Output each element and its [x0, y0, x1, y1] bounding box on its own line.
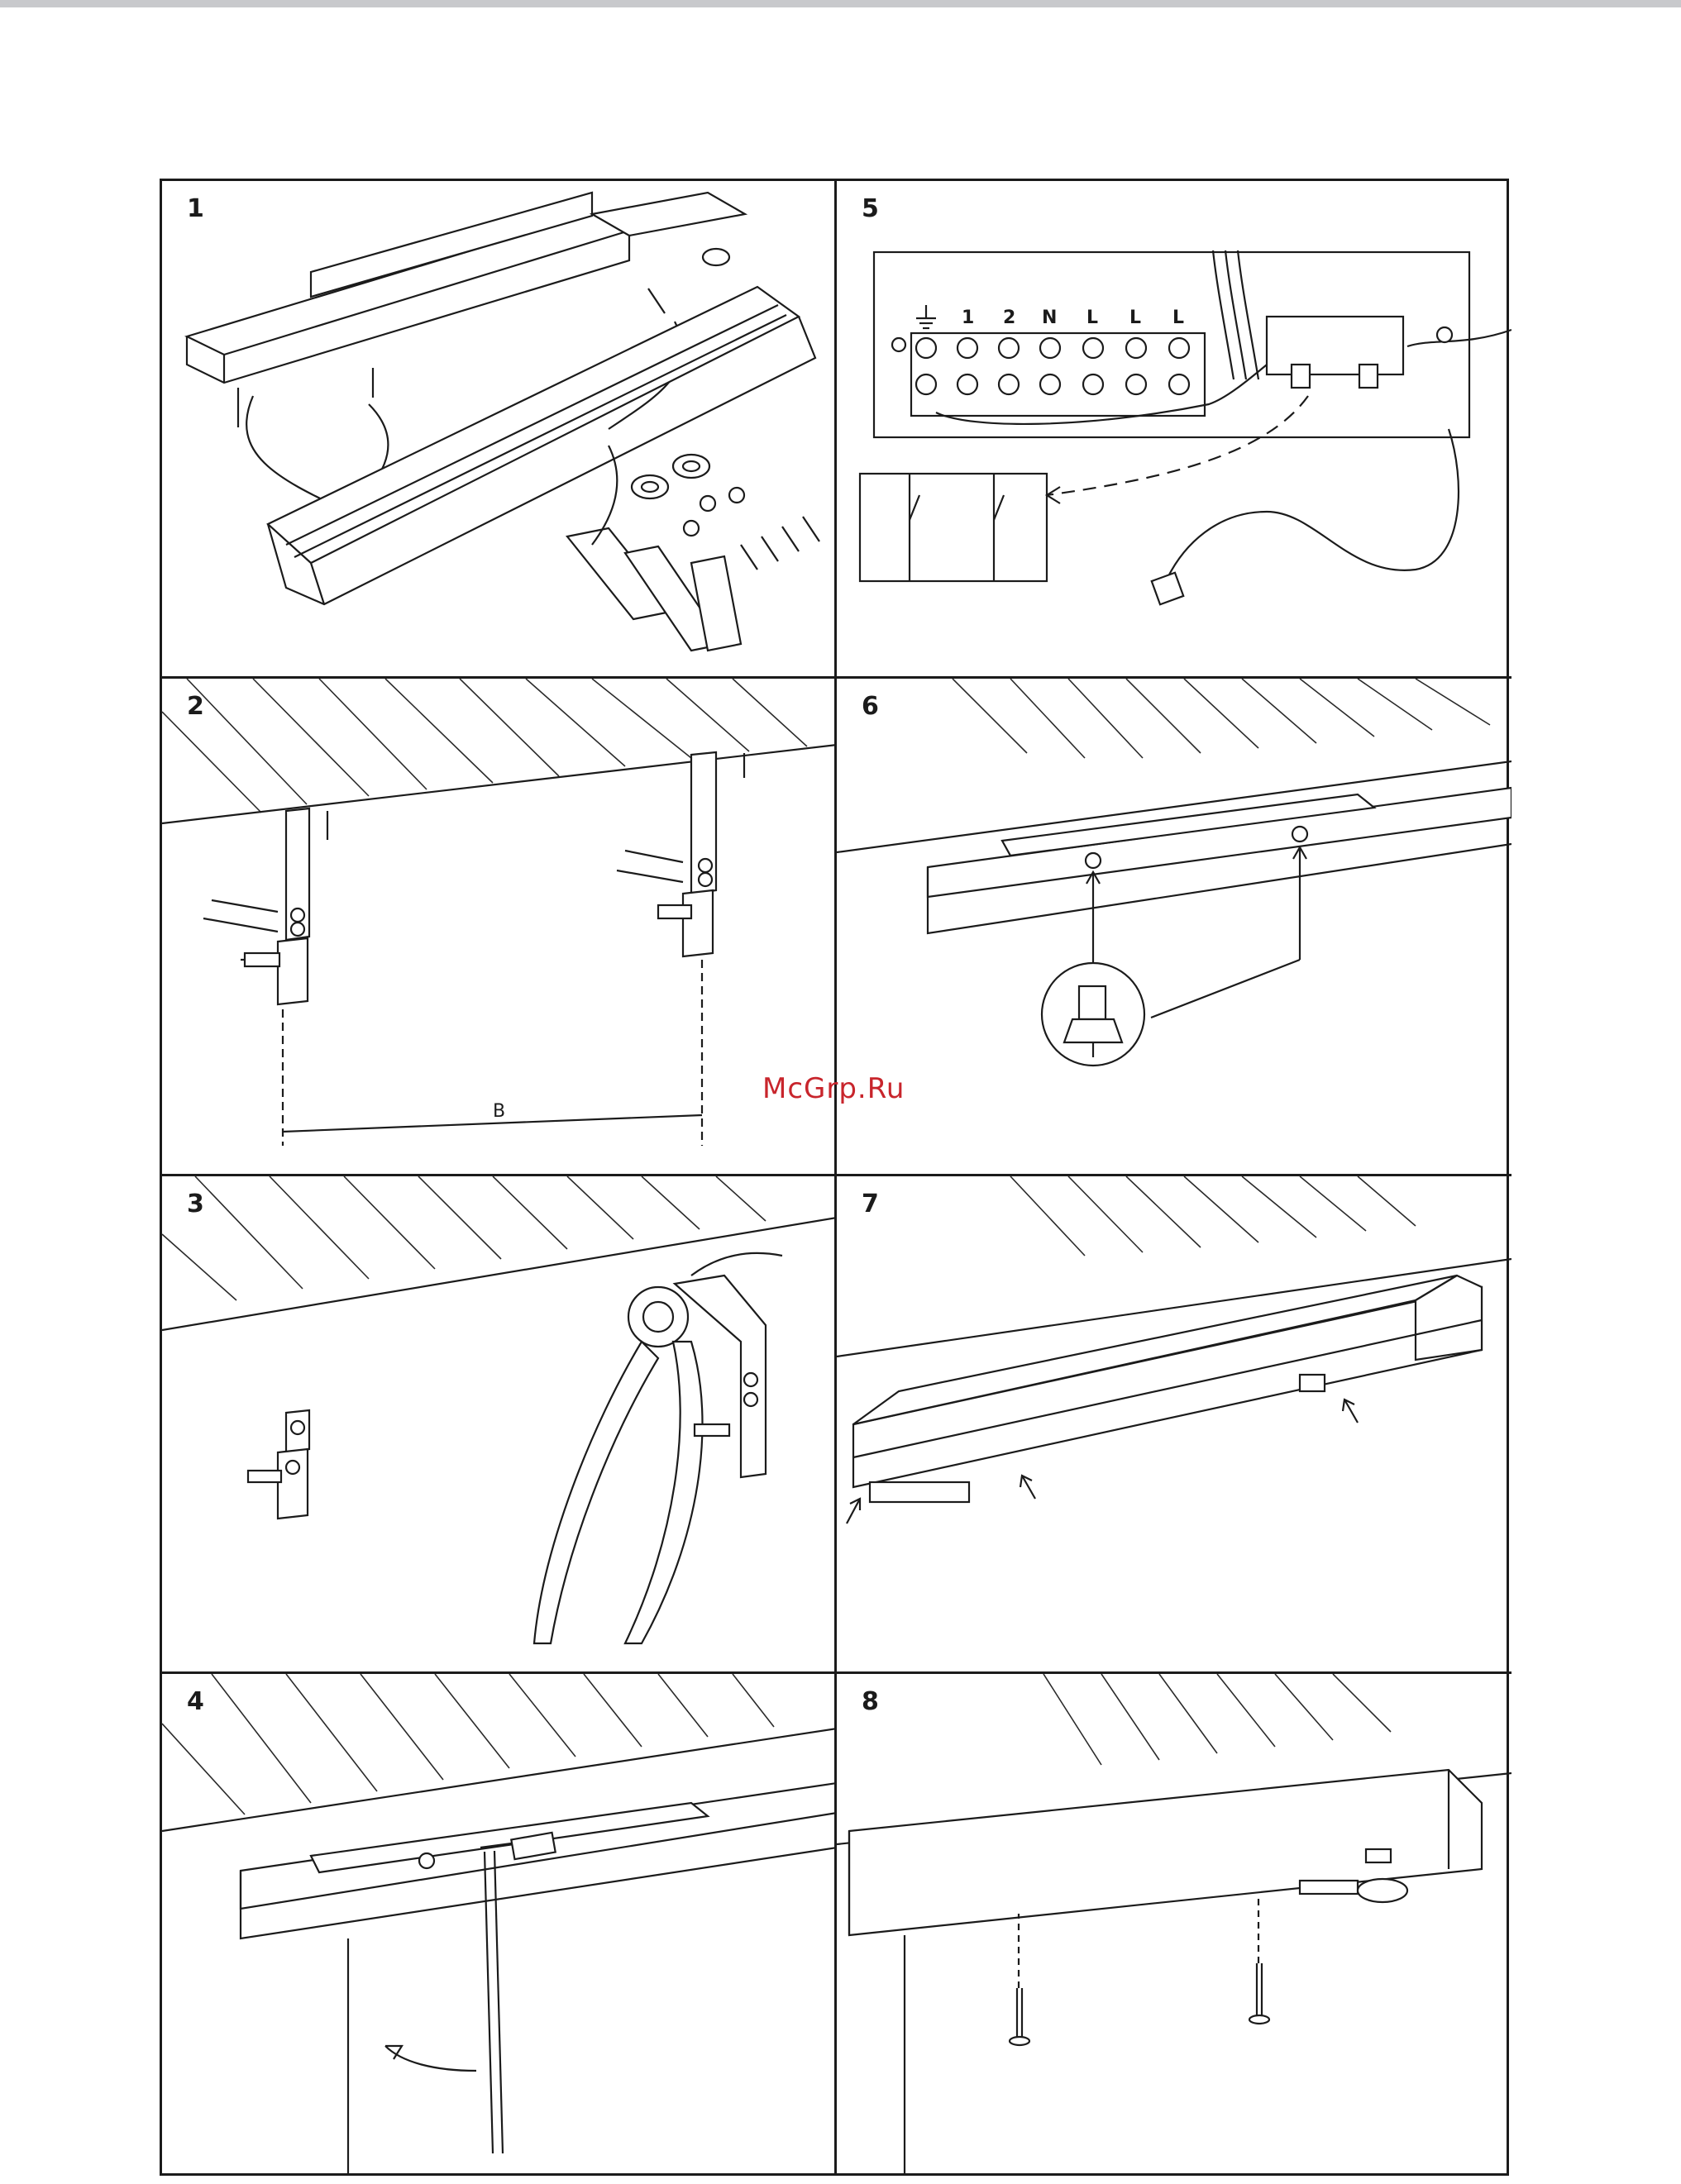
panel-step-3: 3 [162, 1176, 837, 1674]
hanging-unit-on-rail-illustration [837, 1176, 1511, 1674]
panel-step-7: 7 [837, 1176, 1511, 1674]
terminal-label-l1: L [1086, 308, 1098, 328]
fastening-rail-with-hex-key-illustration [162, 1674, 837, 2173]
panel-step-4: 4 [162, 1674, 837, 2173]
panel-step-8: 8 [837, 1674, 1511, 2173]
panel-step-6: 6 [837, 679, 1511, 1176]
unpacked-unit-parts-illustration [162, 181, 837, 679]
mounting-brackets-on-ceiling-illustration: B [162, 679, 837, 1176]
terminal-label-l3: L [1172, 308, 1184, 328]
terminal-label-2: 2 [1003, 308, 1015, 328]
securing-unit-with-screws-illustration [837, 1674, 1511, 2173]
terminal-block-wiring-illustration: 1 2 N L L L [837, 181, 1511, 679]
bending-bracket-with-pliers-illustration [162, 1176, 837, 1674]
panel-step-1: 1 [162, 181, 837, 679]
rail-clip-detail-illustration [837, 679, 1511, 1176]
terminal-label-n: N [1042, 308, 1057, 328]
top-border-bar [0, 0, 1681, 7]
panel-step-5: 5 1 2 N L L L [837, 181, 1511, 679]
instruction-sheet: 1 [160, 179, 1509, 2176]
terminal-label-1: 1 [962, 308, 974, 328]
panel-step-2: 2 [162, 679, 837, 1176]
watermark: McGrp.Ru [762, 1072, 905, 1105]
terminal-label-l2: L [1129, 308, 1141, 328]
dimension-label: B [493, 1101, 505, 1122]
